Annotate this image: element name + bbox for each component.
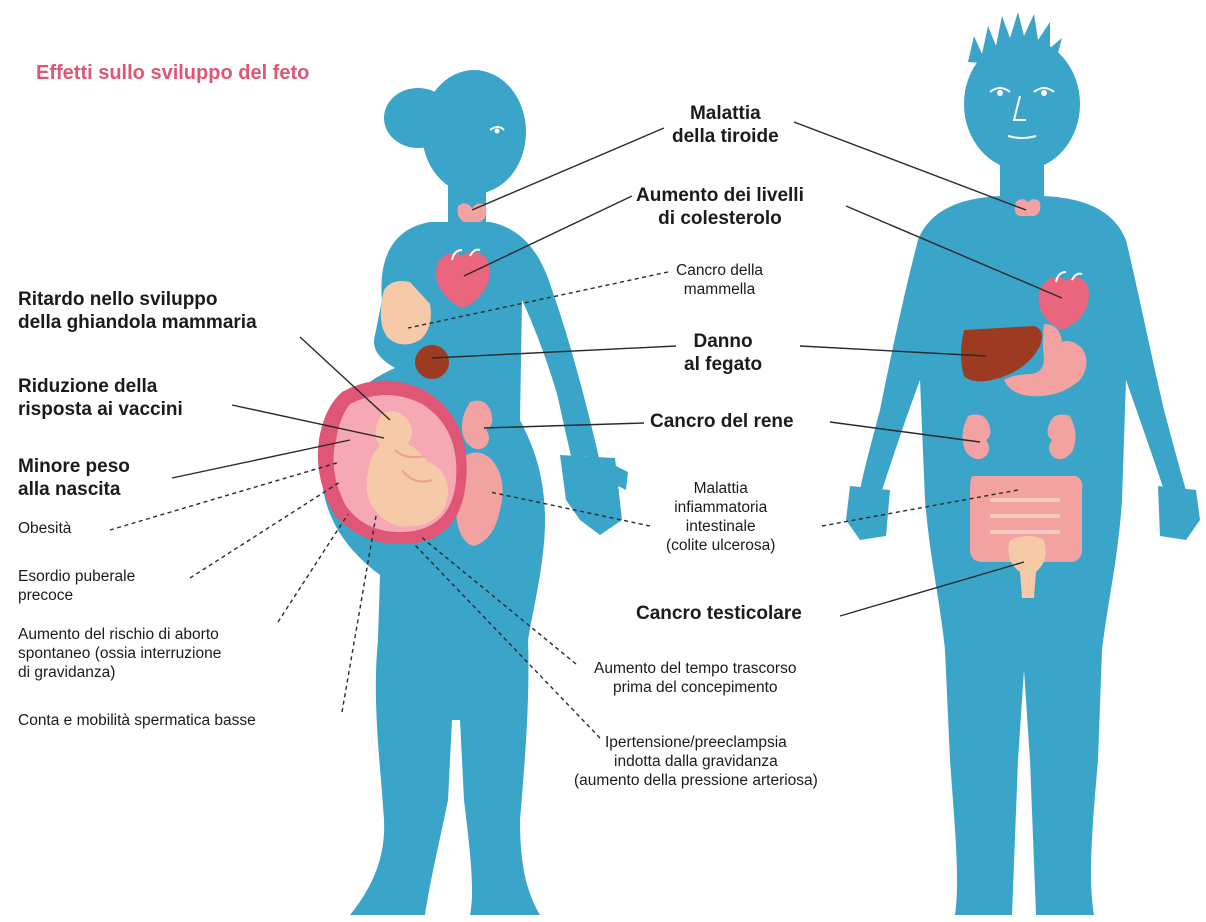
diagram-title: Effetti sullo sviluppo del feto bbox=[36, 62, 309, 85]
liver-icon bbox=[415, 345, 449, 379]
man-right-pupil bbox=[1041, 90, 1047, 96]
line-puberale bbox=[190, 482, 340, 578]
woman-head bbox=[422, 70, 526, 194]
line-aborto bbox=[278, 514, 348, 622]
label-testicolare: Cancro testicolare bbox=[636, 602, 802, 625]
man-head bbox=[964, 38, 1080, 170]
man-left-pupil bbox=[997, 90, 1003, 96]
kidney-icon bbox=[962, 415, 990, 460]
label-rene: Cancro del rene bbox=[650, 410, 794, 433]
woman-arm bbox=[538, 282, 590, 460]
man-right-hand bbox=[1158, 486, 1200, 540]
label-obesita: Obesità bbox=[18, 520, 71, 539]
man-left-hand bbox=[846, 486, 890, 540]
man-silhouette bbox=[846, 12, 1200, 915]
line-obesita bbox=[110, 462, 340, 530]
woman-pupil bbox=[495, 129, 500, 134]
label-spermatica: Conta e mobilità spermatica basse bbox=[18, 712, 256, 731]
kidney-icon bbox=[1048, 415, 1076, 460]
